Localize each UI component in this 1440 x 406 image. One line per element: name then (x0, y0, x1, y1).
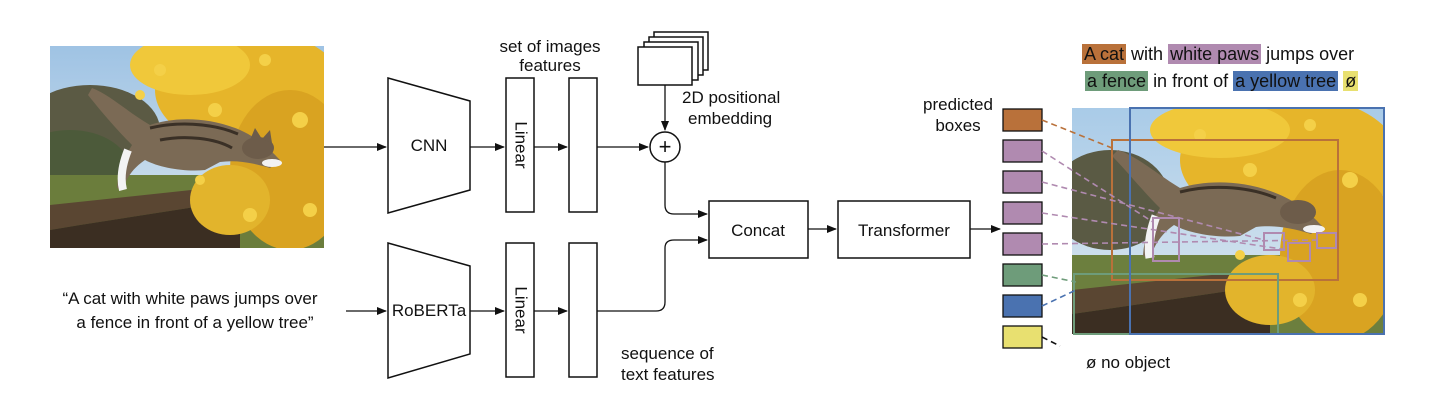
concat-label: Concat (731, 221, 785, 240)
image-features-label-line1: set of images (499, 37, 600, 56)
swatch-green (1002, 263, 1043, 287)
caption-line2: a fence in front of a yellow tree” (76, 313, 314, 332)
transformer-box (837, 200, 971, 259)
cnn-trapezoid (387, 77, 471, 214)
flow-arrows (324, 85, 1001, 315)
swatch-purple-4 (1002, 232, 1043, 256)
swatch-yellow (1002, 325, 1043, 349)
text-features-label-line1: sequence of (621, 344, 714, 363)
text-features-label-line2: text features (621, 365, 715, 384)
highlighted-phrase-line2: a fence in front of a yellow tree ø (1085, 71, 1359, 92)
cnn-label: CNN (411, 136, 448, 155)
swatch-blue (1002, 294, 1043, 318)
linear-top-label: Linear (512, 121, 531, 169)
image-feature-vector (568, 77, 598, 213)
text-feature-vector (568, 242, 598, 378)
linear-bottom-label: Linear (512, 286, 531, 334)
swatch-purple-1 (1002, 139, 1043, 163)
positional-embedding-stack (637, 31, 709, 86)
bbox-cat (1111, 139, 1339, 281)
predicted-boxes-label-line2: boxes (935, 116, 980, 135)
swatch-connectors (1041, 119, 1318, 347)
input-photo (50, 46, 324, 248)
concat-box (708, 200, 809, 259)
chip-cat: A cat (1082, 44, 1127, 64)
predicted-boxes-label-line1: predicted (923, 95, 993, 114)
roberta-label: RoBERTa (392, 301, 467, 320)
caption-line1: “A cat with white paws jumps over (62, 289, 317, 308)
chip-fence: a fence (1085, 71, 1149, 91)
swatch-purple-3 (1002, 201, 1043, 225)
bbox-paw-1 (1152, 217, 1180, 262)
image-features-label-line2: features (519, 56, 580, 75)
phrase-word-with: with (1131, 44, 1164, 64)
highlighted-phrase-line1: A cat with white paws jumps over (1082, 44, 1354, 65)
chip-no-object: ø (1343, 71, 1359, 91)
plus-symbol: + (659, 134, 672, 159)
swatch-orange (1002, 108, 1043, 132)
roberta-trapezoid (387, 242, 471, 380)
positional-embedding-label-line1: 2D positional (682, 88, 780, 107)
linear-top-box (505, 77, 535, 213)
swatch-purple-2 (1002, 170, 1043, 194)
bbox-tree (1129, 107, 1385, 335)
phrase-word-front: in front of (1153, 71, 1229, 91)
output-photo (1072, 108, 1384, 334)
linear-bottom-box (505, 242, 535, 378)
chip-white-paws: white paws (1168, 44, 1262, 64)
transformer-label: Transformer (858, 221, 950, 240)
chip-yellow-tree: a yellow tree (1233, 71, 1339, 91)
no-object-label: ø no object (1086, 353, 1170, 372)
bbox-paw-3 (1287, 242, 1311, 262)
positional-embedding-label-line2: embedding (688, 109, 772, 128)
phrase-word-jumps: jumps over (1266, 44, 1355, 64)
predicted-box-swatches (1002, 108, 1043, 349)
